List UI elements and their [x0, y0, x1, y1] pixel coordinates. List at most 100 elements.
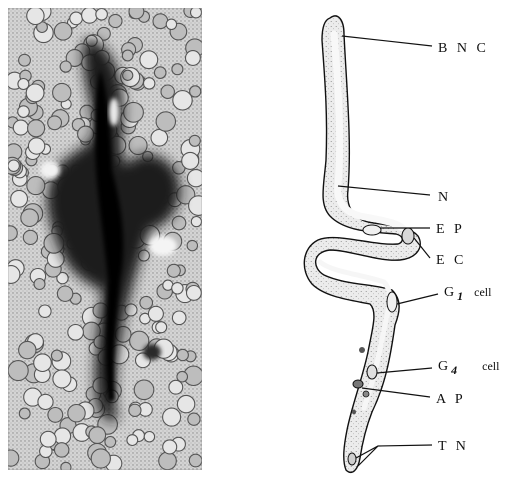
vesicle — [3, 226, 18, 241]
vesicle — [123, 70, 133, 80]
vesicle — [187, 286, 202, 301]
vesicle — [156, 322, 167, 333]
vesicle — [129, 4, 144, 19]
vesicle — [173, 91, 192, 110]
label-ec: E C — [436, 253, 466, 268]
vesicle — [189, 135, 200, 146]
vesicle — [27, 7, 44, 24]
vesicle — [8, 361, 28, 381]
vesicle — [19, 341, 36, 358]
vesicle — [19, 54, 31, 66]
label-g4-suffix: cell — [482, 359, 500, 373]
vesicle — [172, 311, 186, 325]
ap-granule — [353, 380, 363, 388]
vesicle — [91, 449, 110, 468]
vesicle — [70, 12, 83, 25]
vesicle — [54, 428, 70, 444]
vesicle — [129, 404, 141, 416]
vesicle — [34, 354, 52, 372]
vesicle — [161, 85, 174, 98]
tn-cell — [348, 453, 356, 465]
light-spot — [109, 98, 119, 126]
vesicle — [172, 216, 186, 230]
vesicle — [60, 61, 71, 72]
leader-bnc — [342, 36, 432, 46]
vesicle — [148, 306, 163, 321]
vesicle — [167, 264, 180, 277]
vesicle — [151, 130, 168, 147]
vesicle — [53, 83, 71, 101]
vesicle — [39, 305, 51, 317]
label-ep: E P — [436, 222, 465, 237]
vesicle — [187, 170, 204, 187]
vesicle — [127, 435, 138, 446]
label-g1-prefix: G — [444, 285, 457, 300]
vesicle — [186, 51, 201, 66]
vesicle — [28, 138, 44, 154]
vesicle — [21, 209, 39, 227]
vesicle — [18, 106, 30, 118]
ec-cell — [402, 228, 414, 244]
vesicle — [159, 452, 177, 470]
ep-cell — [363, 225, 381, 235]
vesicle — [134, 380, 154, 400]
vesicle — [182, 152, 199, 169]
leader-tn — [356, 445, 432, 466]
vesicle — [166, 19, 176, 29]
nerve-outline — [304, 16, 420, 472]
vesicle — [156, 112, 175, 131]
leader-n — [338, 186, 430, 195]
label-g4-sub: 4 — [450, 363, 460, 377]
label-n: N — [438, 190, 451, 205]
vesicle — [61, 462, 71, 472]
g4-cell — [367, 365, 377, 379]
vesicle — [177, 395, 194, 412]
vesicle — [26, 84, 44, 102]
label-g1: G1 cell — [444, 285, 492, 303]
ap-granule — [363, 391, 369, 397]
vesicle — [187, 240, 197, 250]
vesicle — [177, 371, 188, 382]
vesicle — [54, 23, 72, 41]
vesicle — [55, 443, 69, 457]
vesicle — [51, 350, 62, 361]
light-spot — [40, 161, 60, 179]
label-tn: T N — [438, 439, 469, 454]
vesicle — [3, 450, 19, 466]
label-g4: G4 cell — [438, 359, 500, 377]
vesicle — [144, 78, 155, 89]
vesicle — [11, 190, 28, 207]
vesicle — [172, 64, 183, 75]
vesicle — [169, 380, 183, 394]
label-g1-sub: 1 — [457, 289, 466, 303]
vesicle — [154, 67, 166, 79]
vesicle — [38, 394, 53, 409]
vesicle — [23, 230, 37, 244]
vesicle — [189, 196, 209, 216]
vesicle — [8, 160, 19, 171]
vesicle — [2, 266, 20, 284]
vesicle — [144, 432, 154, 442]
vesicle — [188, 413, 200, 425]
label-g1-suffix: cell — [474, 285, 492, 299]
vesicle — [140, 51, 158, 69]
vesicle — [191, 7, 202, 18]
vesicle — [140, 296, 153, 309]
vesicle — [28, 120, 45, 137]
vesicle — [57, 286, 72, 301]
vesicle — [163, 408, 181, 426]
vesicle — [53, 370, 71, 388]
vesicle — [177, 349, 188, 360]
label-ap: A P — [436, 392, 466, 407]
vesicle — [40, 431, 56, 447]
micrograph — [2, 2, 208, 472]
vesicle — [48, 116, 62, 130]
vesicle — [96, 9, 108, 21]
vesicle — [105, 437, 116, 448]
vesicle — [153, 14, 168, 29]
vesicle — [48, 408, 63, 423]
vesicle — [124, 102, 144, 122]
nerve-drawing — [304, 16, 420, 472]
label-g4-prefix: G — [438, 359, 451, 374]
